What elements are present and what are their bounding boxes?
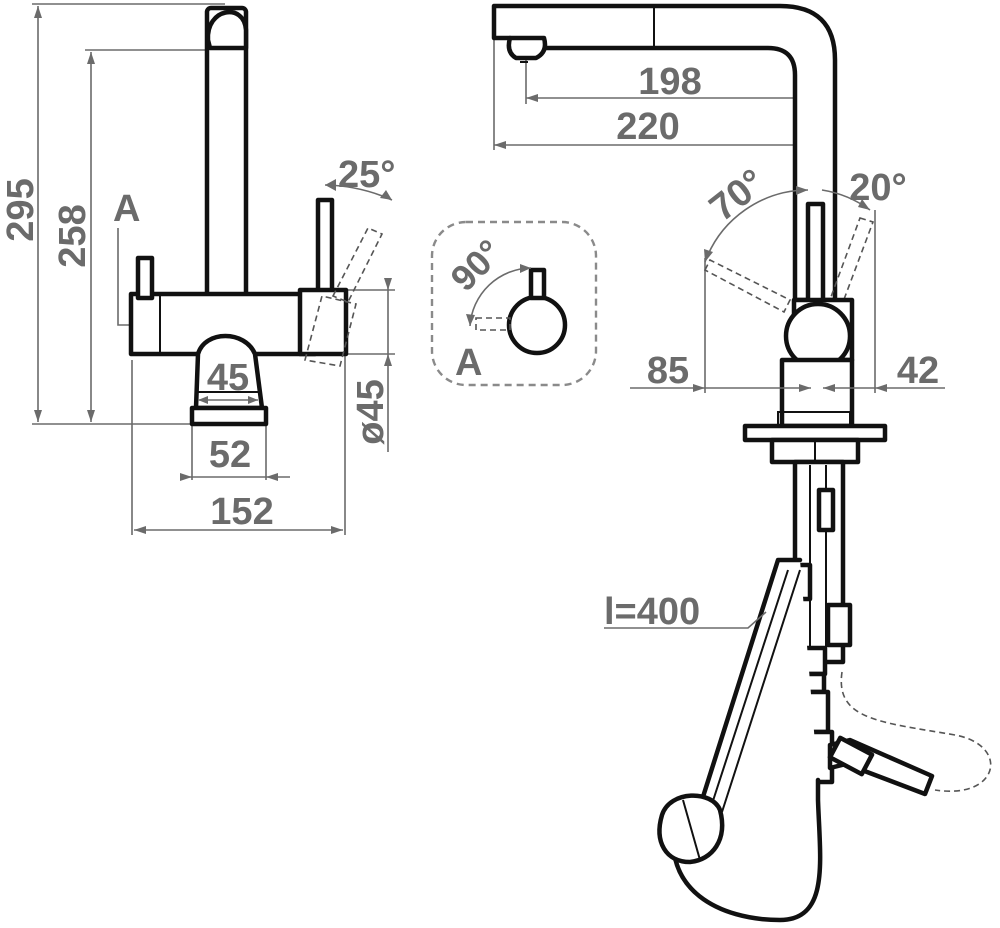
front-spout-pipe [204,5,249,311]
dim-reach-outer: 220 [616,106,679,148]
front-spout-tip [205,9,249,51]
side-hose-loop-dashed [840,671,992,792]
front-handle-angle: 25° [338,154,395,196]
front-base-plate [189,405,269,427]
side-connector-right [825,602,853,648]
front-view: 295 258 A 25° 45 [0,3,395,535]
side-view: 198 220 70° 20° 85 [491,3,992,923]
dim-height-spout: 258 [52,204,94,267]
dim-base-inner: 45 [207,357,249,399]
dim-height-overall: 295 [0,178,42,241]
side-ghost-handle-back [703,258,792,314]
front-left-lever [135,255,155,301]
detail-a: 90° A [430,220,598,387]
detail-a-label: A [455,342,482,384]
detail-a-angle: 90° [442,231,509,298]
front-body-stem [193,333,265,411]
side-angle-arc-back [704,189,809,263]
detail-a-lever [528,267,547,301]
front-right-lever [315,197,335,299]
front-right-cap [297,287,349,357]
section-marker-a: A [113,188,140,230]
dim-hose-length: l=400 [604,591,700,633]
side-spray-head [506,35,548,61]
detail-a-frame [430,220,598,387]
dim-reach-inner: 198 [638,61,701,103]
side-ghost-handle-front [826,217,875,312]
front-ghost-handle [304,295,357,367]
dim-hose-length-leader [604,611,767,629]
side-inlet-nut [827,735,875,777]
side-angle-front: 20° [849,167,906,209]
dim-base-width: 52 [209,434,251,476]
dim-offset-back: 85 [647,350,689,392]
dim-width-overall: 152 [210,491,273,533]
detail-a-body [506,294,568,356]
dim-body-diameter: ø45 [350,379,392,444]
side-angle-back: 70° [702,161,773,229]
side-lever [805,201,826,315]
dim-offset-front: 42 [897,350,939,392]
side-body-lower [779,357,855,429]
